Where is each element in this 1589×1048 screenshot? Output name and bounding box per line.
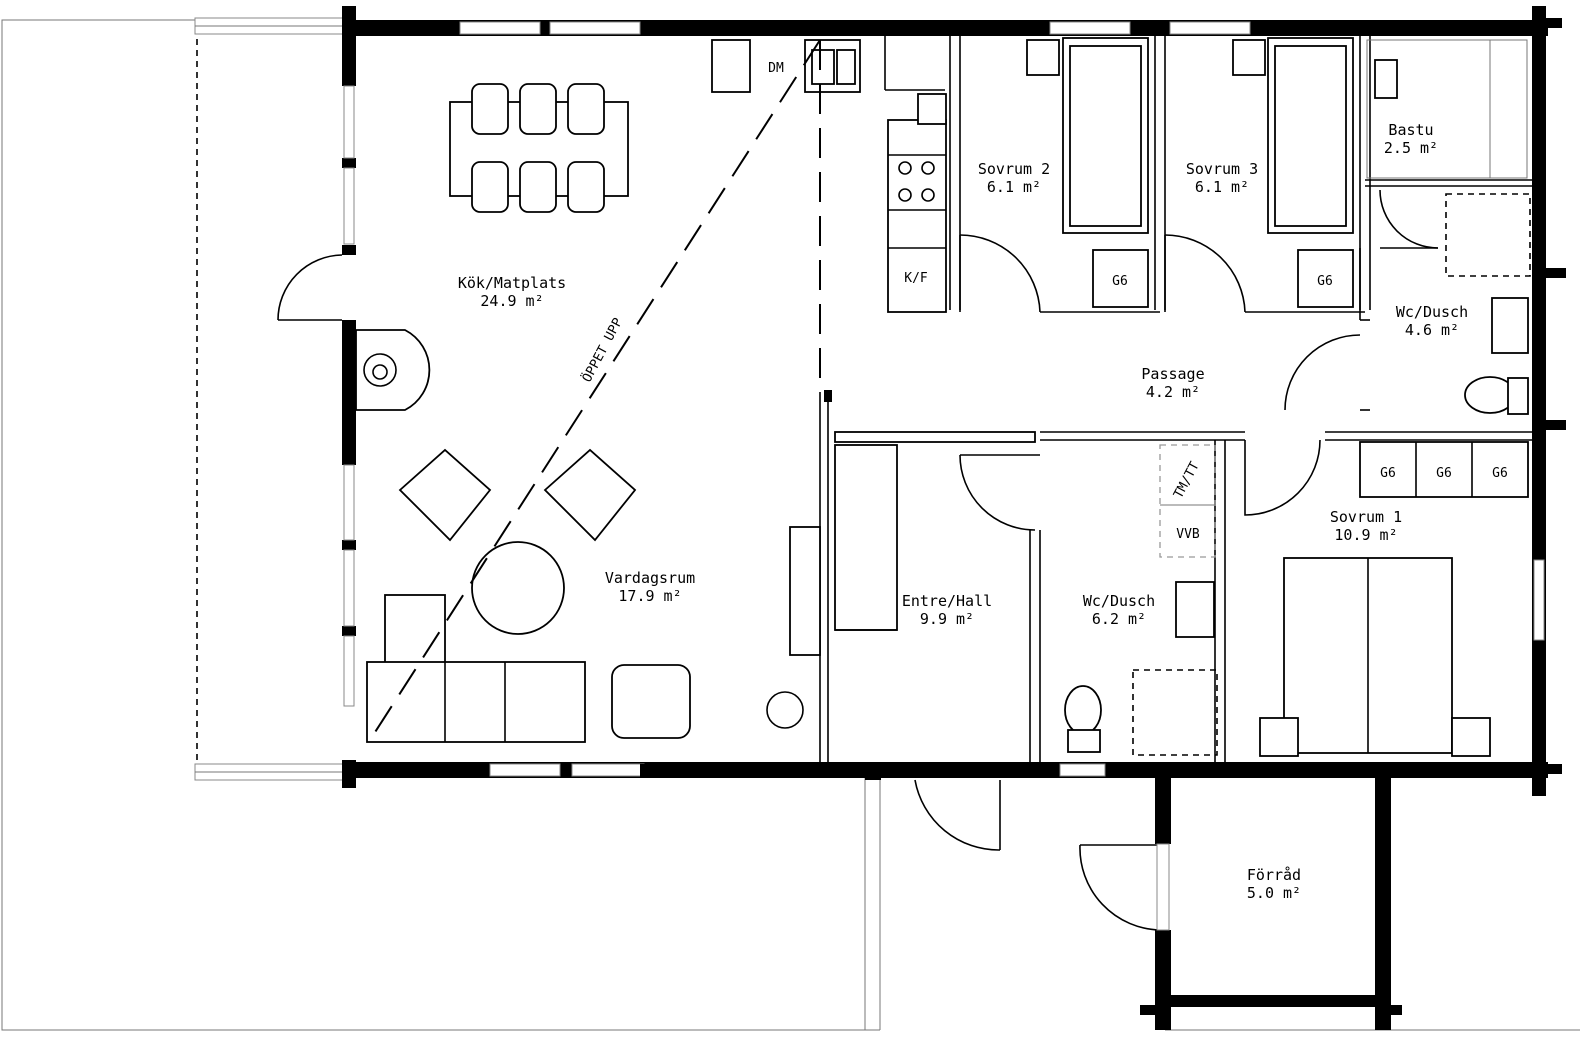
room-labels: Kök/Matplats 24.9 m² Vardagsrum 17.9 m² … — [458, 121, 1468, 902]
room-name-forrad: Förråd — [1247, 866, 1301, 884]
g6-label-sovrum1-c: G6 — [1492, 466, 1508, 481]
exterior-walls — [342, 6, 1566, 796]
room-name-wcdusch-2: Wc/Dusch — [1083, 592, 1155, 610]
room-area-sovrum1: 10.9 m² — [1334, 526, 1397, 544]
windows — [343, 21, 1545, 778]
room-name-sovrum3: Sovrum 3 — [1186, 160, 1258, 178]
room-area-entre: 9.9 m² — [920, 610, 974, 628]
g6-label-sovrum1-a: G6 — [1380, 466, 1396, 481]
room-name-entre: Entre/Hall — [902, 592, 992, 610]
room-area-sovrum2: 6.1 m² — [987, 178, 1041, 196]
room-area-vardagsrum: 17.9 m² — [618, 587, 681, 605]
fireplace — [355, 329, 431, 411]
room-area-forrad: 5.0 m² — [1247, 884, 1301, 902]
storage-walls — [864, 770, 1402, 1030]
room-area-bastu: 2.5 m² — [1384, 139, 1438, 157]
doors — [277, 189, 1439, 931]
room-name-vardagsrum: Vardagsrum — [605, 569, 695, 587]
room-area-wcdusch-2: 6.2 m² — [1092, 610, 1146, 628]
room-area-kok: 24.9 m² — [480, 292, 543, 310]
room-name-sovrum2: Sovrum 2 — [978, 160, 1050, 178]
bathroom-fixtures — [1064, 39, 1531, 756]
room-name-wcdusch-1: Wc/Dusch — [1396, 303, 1468, 321]
room-name-passage: Passage — [1141, 365, 1204, 383]
room-name-bastu: Bastu — [1388, 121, 1433, 139]
living-furniture — [366, 444, 898, 743]
kitchen — [711, 39, 947, 313]
room-area-wcdusch-1: 4.6 m² — [1405, 321, 1459, 339]
interior-walls — [819, 36, 1532, 762]
bedroom-furniture — [1026, 37, 1529, 757]
open-up-line — [369, 39, 821, 741]
dining-table — [449, 83, 629, 213]
g6-label-sovrum2: G6 — [1112, 274, 1128, 289]
g6-label-sovrum1-b: G6 — [1436, 466, 1452, 481]
open-up-label: ÖPPET UPP — [578, 315, 626, 385]
room-name-kok: Kök/Matplats — [458, 274, 566, 292]
fridge-freezer-label: K/F — [904, 271, 928, 286]
vvb-label: VVB — [1176, 527, 1200, 542]
dishwasher-label: DM — [768, 61, 784, 76]
room-area-sovrum3: 6.1 m² — [1195, 178, 1249, 196]
terrace-outline — [1, 17, 1580, 1031]
room-name-sovrum1: Sovrum 1 — [1330, 508, 1402, 526]
room-area-passage: 4.2 m² — [1146, 383, 1200, 401]
tmtt-label: TM/TT — [1171, 459, 1203, 501]
g6-label-sovrum3: G6 — [1317, 274, 1333, 289]
